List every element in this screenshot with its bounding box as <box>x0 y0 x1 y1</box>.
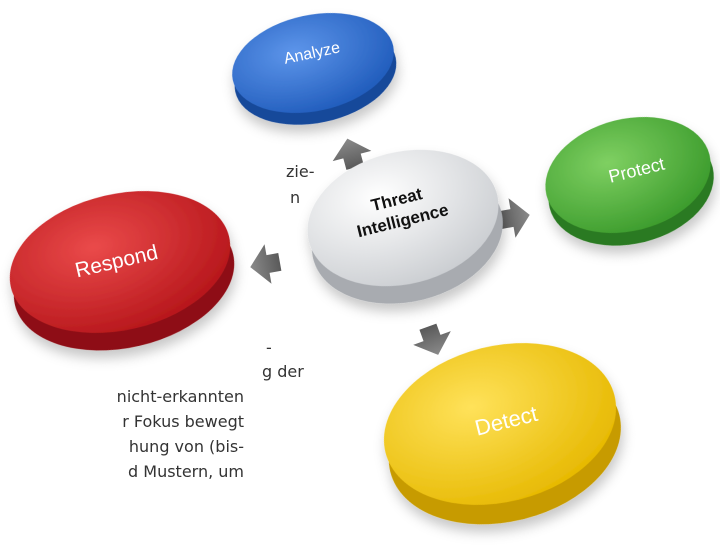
text-fragment: zie- <box>286 162 315 181</box>
arrow-down <box>413 323 451 355</box>
text-line: hung von (bis- <box>128 437 244 456</box>
arrow-right <box>498 198 530 238</box>
text-line: nicht-erkannten <box>116 387 244 406</box>
node-respond <box>9 191 235 351</box>
node-protect <box>545 116 714 246</box>
text-line: g der <box>262 362 304 381</box>
node-threat-intelligence <box>307 149 503 304</box>
arrow-up <box>332 138 372 170</box>
text-fragment: - <box>266 338 272 357</box>
arrow-left <box>250 244 282 284</box>
text-line: r Fokus bewegt <box>122 412 244 431</box>
text-fragment: n <box>290 188 301 207</box>
text-line: d Mustern, um <box>128 462 244 481</box>
node-analyze <box>232 13 397 125</box>
node-detect <box>383 343 621 525</box>
